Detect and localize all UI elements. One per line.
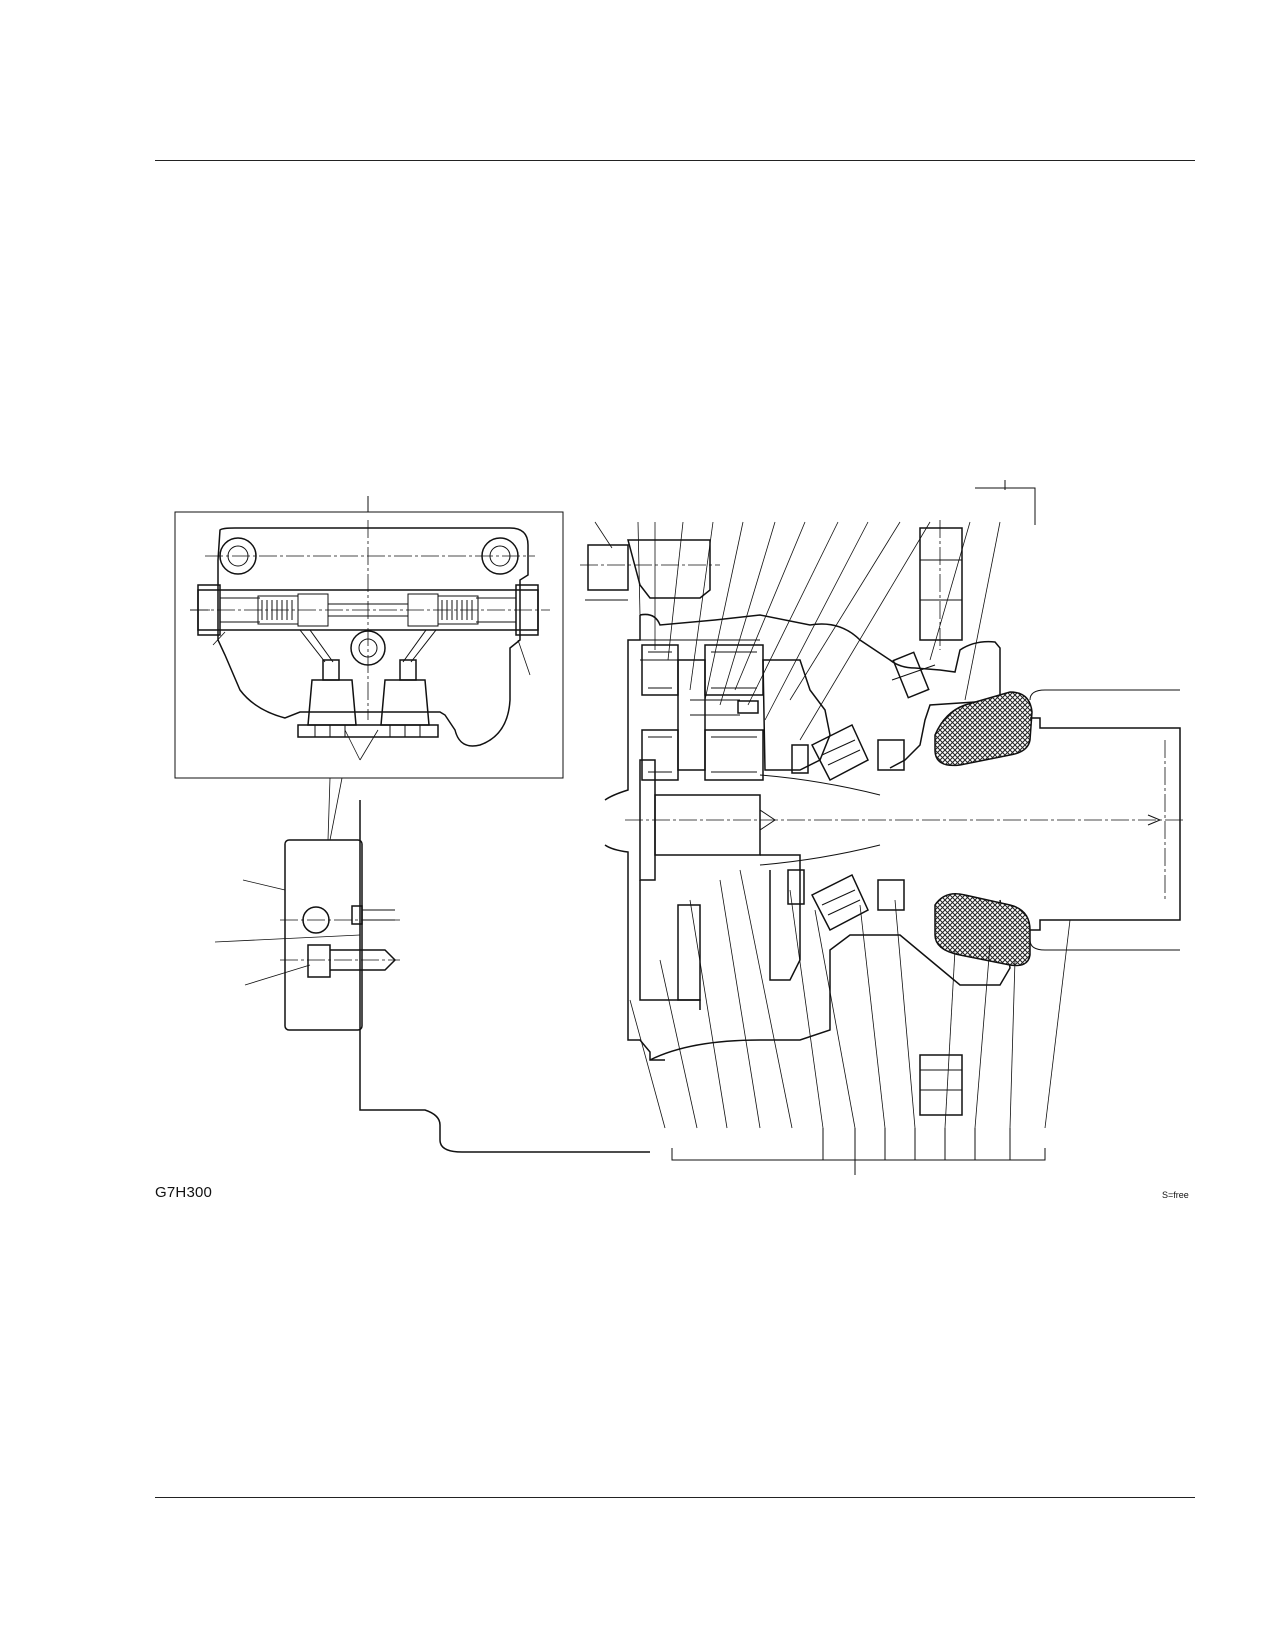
footer-rule [155, 1497, 1195, 1498]
valve-block-view [214, 800, 650, 1153]
scale-note: S=free [1162, 1190, 1189, 1200]
main-cross-section [580, 480, 1185, 1175]
header-rule [155, 160, 1195, 161]
valve-detail-inset [174, 496, 564, 779]
figure-code: G7H300 [155, 1184, 213, 1201]
